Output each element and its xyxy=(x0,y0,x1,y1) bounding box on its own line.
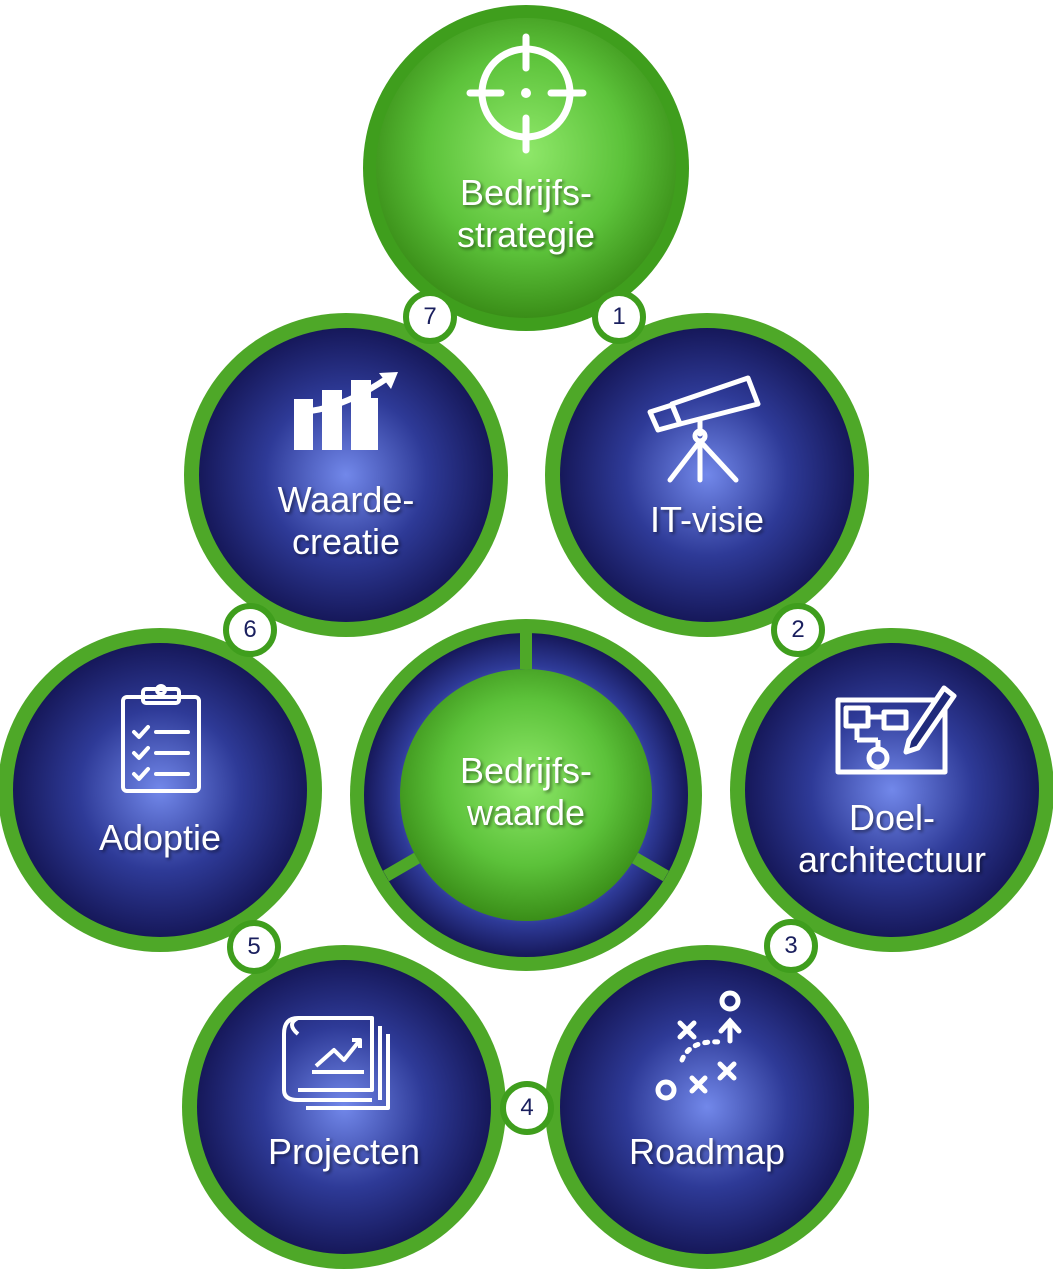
label-waardecreatie: Waarde- creatie xyxy=(196,479,496,563)
step-badge-3: 3 xyxy=(764,919,818,973)
label-it-visie: IT-visie xyxy=(557,499,857,541)
step-badge-4: 4 xyxy=(500,1081,554,1135)
label-projecten: Projecten xyxy=(194,1131,494,1173)
label-line: IT-visie xyxy=(649,499,764,540)
node-waardecreatie xyxy=(184,313,508,637)
label-line: creatie xyxy=(291,521,401,562)
step-badge-5: 5 xyxy=(227,920,281,974)
node-roadmap xyxy=(545,945,869,1269)
label-bedrijfsstrategie: Bedrijfs- strategie xyxy=(376,172,676,256)
label-line: Roadmap xyxy=(628,1131,786,1172)
checklist-clipboard-icon xyxy=(121,684,201,793)
center-core xyxy=(400,669,652,921)
growth-chart-icon xyxy=(294,372,398,450)
label-line: Doel- xyxy=(848,797,936,838)
label-line: Adoptie xyxy=(98,817,222,858)
label-line: Bedrijfs- xyxy=(459,172,593,213)
target-icon xyxy=(466,33,587,154)
ring-divider xyxy=(631,852,670,882)
label-roadmap: Roadmap xyxy=(557,1131,857,1173)
label-bedrijfswaarde: Bedrijfs- waarde xyxy=(376,750,676,834)
label-line: waarde xyxy=(466,792,586,833)
blueprint-pencil-icon xyxy=(835,685,957,775)
step-badge-7: 7 xyxy=(403,290,457,344)
node-doelarchitectuur xyxy=(730,628,1053,952)
label-line: strategie xyxy=(456,214,596,255)
ring-divider xyxy=(382,852,421,882)
telescope-icon xyxy=(647,375,761,483)
step-badge-2: 2 xyxy=(771,603,825,657)
step-badge-6: 6 xyxy=(223,603,277,657)
node-it-visie xyxy=(545,313,869,637)
label-line: architectuur xyxy=(797,839,987,880)
label-line: Waarde- xyxy=(277,479,415,520)
project-chart-icon xyxy=(282,1016,390,1110)
label-doelarchitectuur: Doel- architectuur xyxy=(742,797,1042,881)
label-line: Bedrijfs- xyxy=(459,750,593,791)
label-line: Projecten xyxy=(267,1131,421,1172)
center-ring xyxy=(350,619,702,971)
node-bedrijfsstrategie xyxy=(363,5,689,331)
label-adoptie: Adoptie xyxy=(10,817,310,859)
step-badge-1: 1 xyxy=(592,290,646,344)
strategy-play-icon xyxy=(655,990,742,1101)
